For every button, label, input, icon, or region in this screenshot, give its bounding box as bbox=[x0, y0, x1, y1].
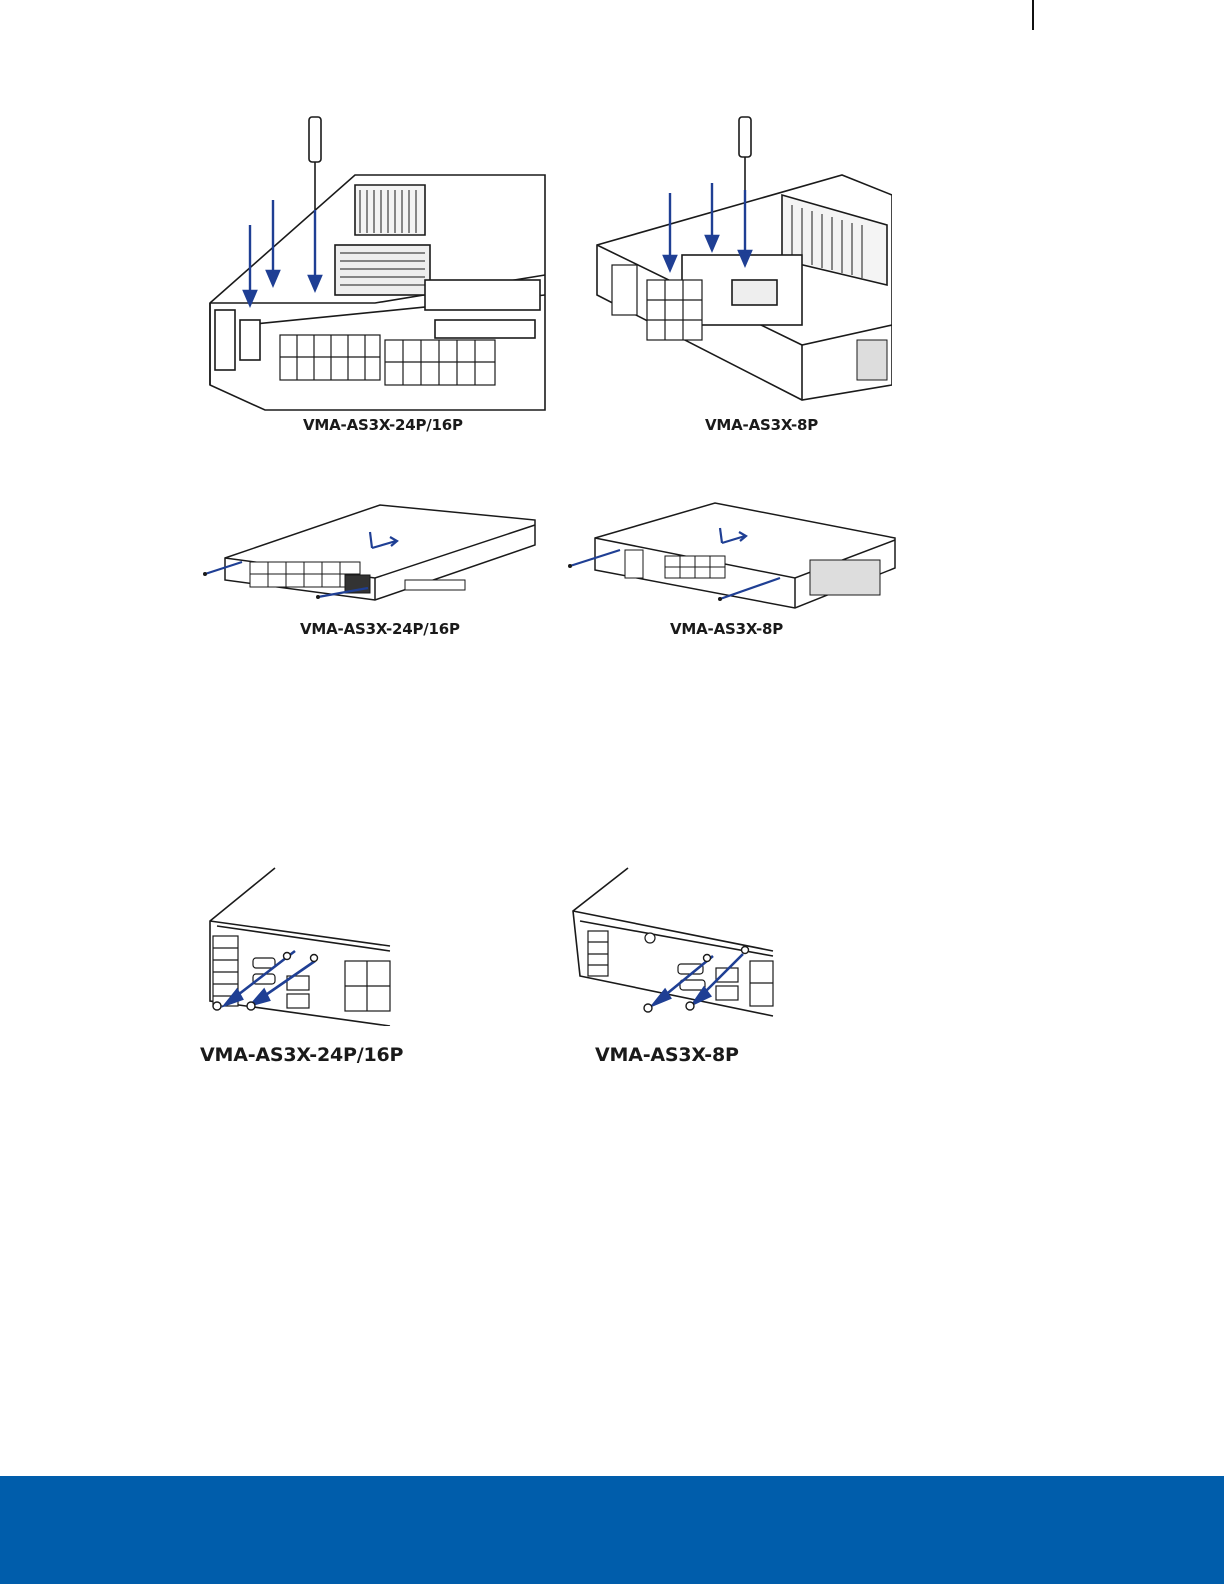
rear-24p-caption: VMA-AS3X-24P/16P bbox=[200, 1044, 403, 1066]
cover-24p-illustration bbox=[200, 500, 545, 610]
interior-24p-illustration bbox=[205, 115, 550, 415]
cover-8p-caption: VMA-AS3X-8P bbox=[670, 620, 783, 638]
footer-band bbox=[0, 1476, 1224, 1584]
page-edge-mark bbox=[1032, 0, 1034, 30]
interior-8p-caption: VMA-AS3X-8P bbox=[705, 416, 818, 434]
rear-8p-caption: VMA-AS3X-8P bbox=[595, 1044, 739, 1066]
interior-8p-illustration bbox=[592, 115, 892, 405]
rear-24p-illustration bbox=[205, 866, 395, 1026]
cover-8p-illustration bbox=[565, 498, 900, 610]
rear-8p-illustration bbox=[568, 866, 778, 1026]
cover-24p-caption: VMA-AS3X-24P/16P bbox=[300, 620, 460, 638]
interior-24p-caption: VMA-AS3X-24P/16P bbox=[303, 416, 463, 434]
